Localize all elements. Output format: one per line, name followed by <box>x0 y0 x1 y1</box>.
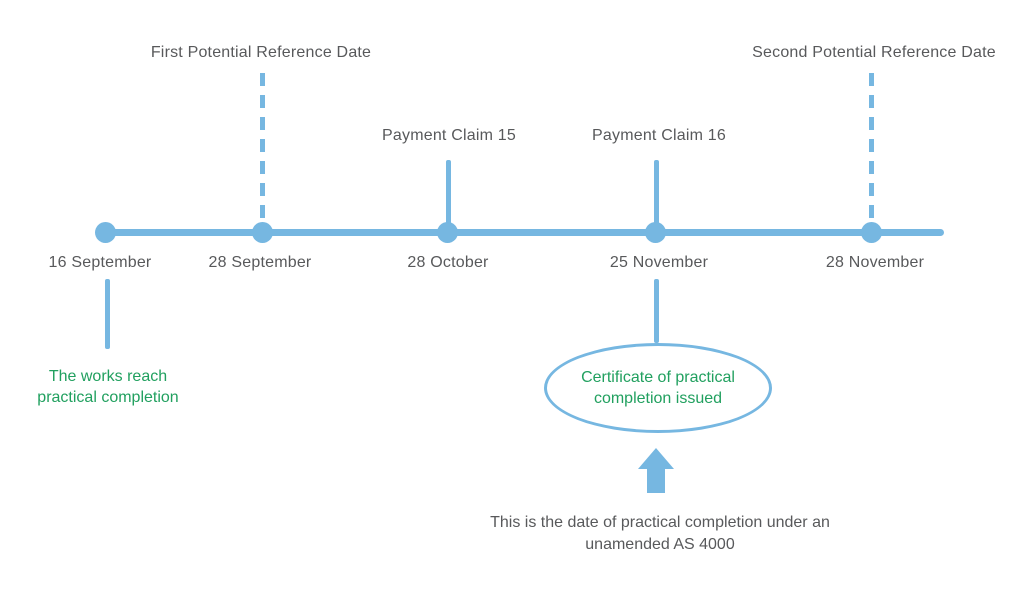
caption: This is the date of practical completion… <box>430 512 890 556</box>
dashed-connector-28-november <box>869 73 874 229</box>
solid-connector-28-october <box>446 160 451 230</box>
dashed-connector-28-september <box>260 73 265 229</box>
timeline-bar <box>98 229 944 236</box>
date-label-16-september: 16 September <box>48 254 152 271</box>
caption-line1: This is the date of practical completion… <box>490 514 830 531</box>
certificate-ellipse: Certificate of practical completion issu… <box>544 343 772 433</box>
works-note: The works reach practical completion <box>0 366 218 408</box>
certificate-connector <box>654 279 659 343</box>
solid-connector-25-november <box>654 160 659 230</box>
works-note-line2: practical completion <box>37 389 179 406</box>
timeline-dot-25-november <box>645 222 666 243</box>
certificate-note-line1: Certificate of practical <box>581 369 735 386</box>
timeline-dot-28-october <box>437 222 458 243</box>
caption-line2: unamended AS 4000 <box>585 536 735 553</box>
up-arrow-icon <box>638 448 674 469</box>
timeline-dot-16-september <box>95 222 116 243</box>
label-payment-claim-15: Payment Claim 15 <box>382 127 516 144</box>
label-first-potential-reference-date: First Potential Reference Date <box>150 44 372 61</box>
up-arrow-stem <box>647 468 665 493</box>
date-label-28-november: 28 November <box>825 254 925 271</box>
timeline-dot-28-september <box>252 222 273 243</box>
timeline-dot-28-november <box>861 222 882 243</box>
date-label-28-september: 28 September <box>208 254 312 271</box>
certificate-note-line2: completion issued <box>593 390 723 407</box>
works-note-line1: The works reach <box>48 368 168 385</box>
date-label-28-october: 28 October <box>407 254 489 271</box>
label-second-potential-reference-date: Second Potential Reference Date <box>752 44 996 61</box>
works-connector <box>105 279 110 349</box>
date-label-25-november: 25 November <box>609 254 709 271</box>
label-payment-claim-16: Payment Claim 16 <box>592 127 726 144</box>
